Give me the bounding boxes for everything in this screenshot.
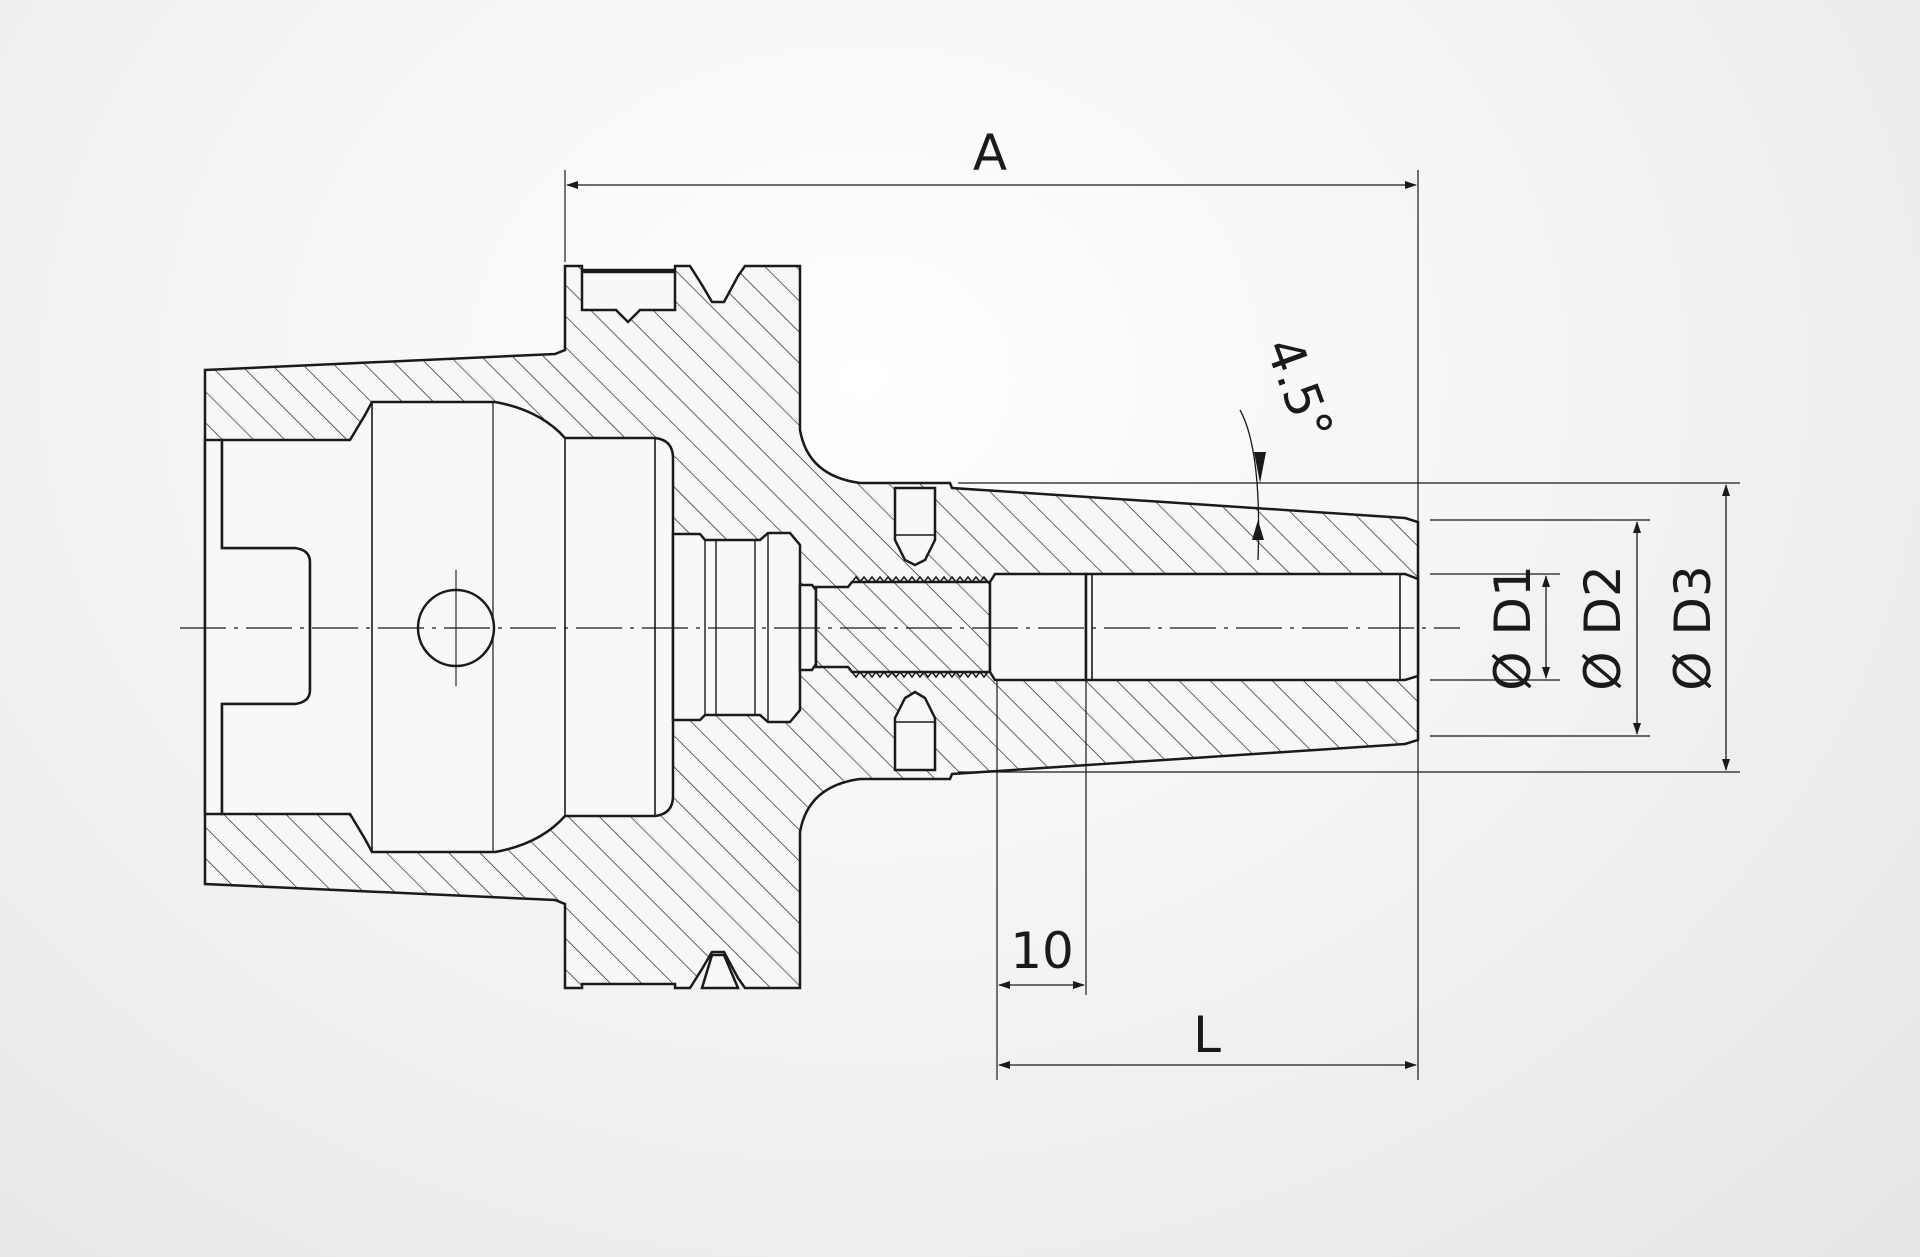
shrink-bore — [1084, 572, 1420, 682]
thread-bottom — [851, 670, 989, 679]
flange-key-upper — [580, 270, 677, 324]
balance-hole-upper — [893, 486, 937, 567]
dim-d2-label: Ø D2 — [1574, 565, 1632, 691]
angle-arrow-top — [1254, 452, 1266, 483]
flange-groove-lower — [700, 953, 740, 990]
dim-d3-label: Ø D3 — [1664, 565, 1722, 691]
balance-hole-lower — [893, 690, 937, 772]
angle-label: 4.5° — [1254, 330, 1344, 448]
dim-a-label: A — [973, 124, 1007, 182]
set-screw — [814, 580, 992, 674]
dim-10-label: 10 — [1010, 922, 1074, 980]
angle-arrow-bottom — [1252, 520, 1264, 540]
thread-top — [851, 575, 989, 584]
dim-d1-label: Ø D1 — [1484, 565, 1542, 691]
transition-bore — [988, 572, 1088, 682]
dim-l-label: L — [1193, 1006, 1221, 1064]
